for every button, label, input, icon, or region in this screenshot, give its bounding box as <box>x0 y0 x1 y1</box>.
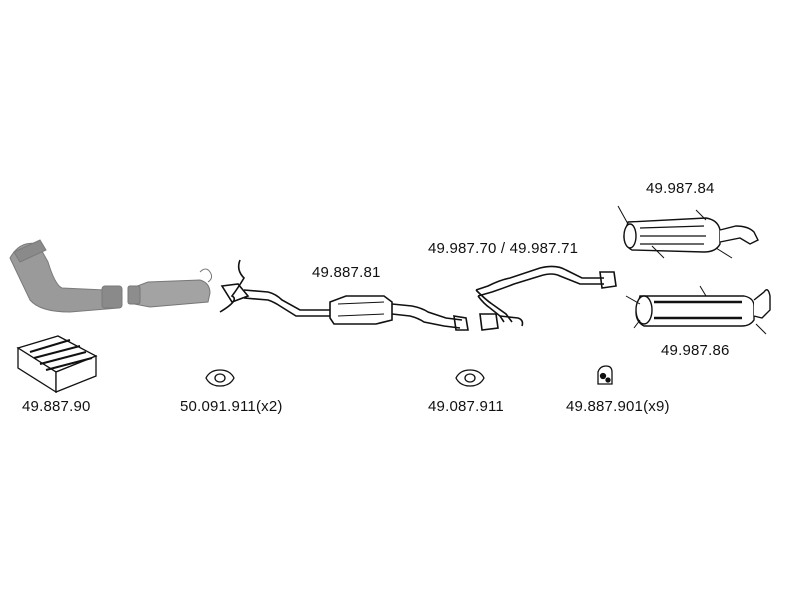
part-number-middle-pipe: 49.887.81 <box>312 264 381 281</box>
part-number-mounting-kit: 49.887.90 <box>22 398 91 415</box>
part-number-rubber-hanger: 49.887.901(x9) <box>566 398 670 415</box>
part-number-center-pipe: 49.987.70 / 49.987.71 <box>428 240 579 257</box>
rear-muffler-lower-drawing <box>625 285 771 335</box>
catalytic-converter <box>127 268 213 308</box>
center-pipe-drawing <box>475 265 617 331</box>
rear-muffler-upper-drawing <box>617 205 759 259</box>
rubber-hanger-drawing <box>597 365 613 385</box>
part-number-muffler-rear-lower: 49.987.86 <box>661 342 730 359</box>
middle-pipe-drawing <box>219 259 469 331</box>
mounting-kit-drawing <box>16 335 98 394</box>
part-number-muffler-rear-upper: 49.987.84 <box>646 180 715 197</box>
gasket-front-drawing <box>205 369 235 387</box>
gasket-mid-drawing <box>455 369 485 387</box>
part-number-gasket-mid: 49.087.911 <box>428 398 504 415</box>
part-number-gasket-front: 50.091.911(x2) <box>180 398 283 415</box>
front-downpipe <box>9 239 123 313</box>
